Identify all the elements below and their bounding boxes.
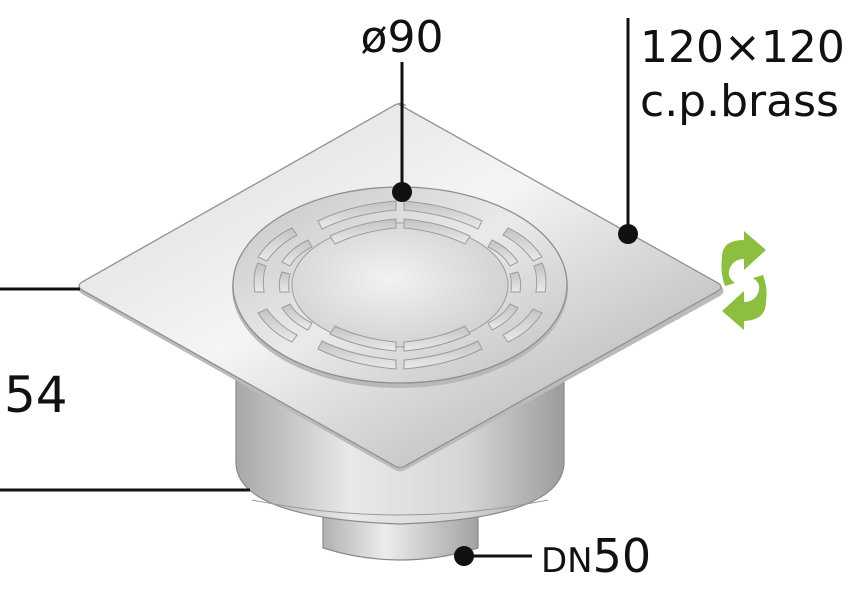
dimension-lines — [0, 18, 630, 558]
leader-dots — [392, 182, 638, 566]
outlet-pipe — [322, 509, 479, 561]
outlet-value: 50 — [593, 529, 652, 583]
round-grate — [232, 186, 568, 388]
material-label: c.p.brass — [640, 76, 839, 127]
outlet-dot — [454, 546, 474, 566]
diameter-label: ø90 — [361, 12, 444, 63]
height-label: 54 — [4, 366, 68, 424]
diameter-dot — [392, 182, 412, 202]
grate-slots — [253, 200, 547, 370]
size-label: 120×120 — [640, 22, 845, 73]
outlet-label: DN50 — [541, 529, 651, 583]
size-dot — [618, 224, 638, 244]
rotation-arrows-icon — [721, 231, 767, 330]
outlet-prefix: DN — [541, 541, 593, 581]
